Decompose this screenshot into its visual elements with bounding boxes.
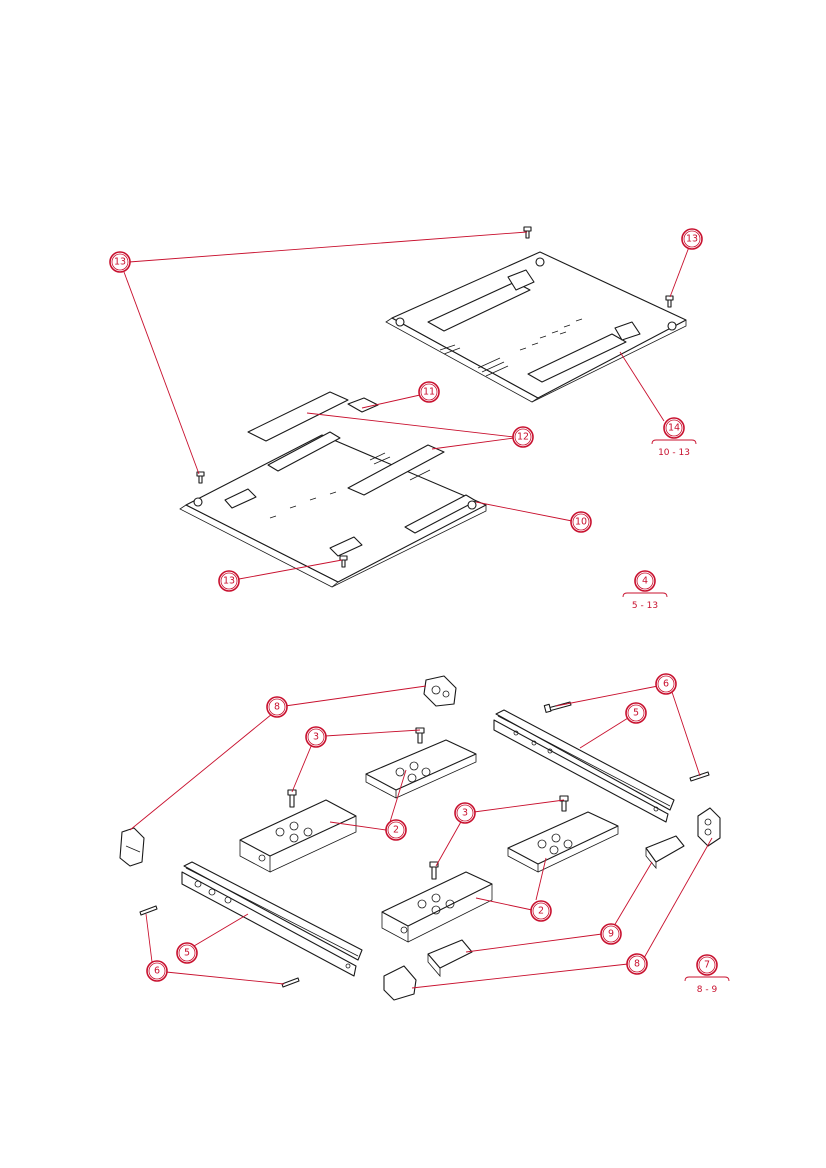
svg-text:14: 14 bbox=[668, 423, 680, 434]
svg-text:6: 6 bbox=[663, 679, 669, 690]
svg-text:11: 11 bbox=[423, 387, 435, 398]
bracket-2-a bbox=[365, 739, 477, 799]
svg-text:8: 8 bbox=[274, 702, 280, 713]
svg-text:12: 12 bbox=[517, 432, 529, 443]
screw-13-c bbox=[196, 471, 205, 484]
svg-text:13: 13 bbox=[114, 257, 126, 268]
screw-13-a bbox=[523, 226, 532, 239]
end-cap-8-c bbox=[697, 807, 721, 847]
svg-text:3: 3 bbox=[462, 808, 468, 819]
end-cap-8-b bbox=[119, 827, 145, 867]
leader-lines-upper bbox=[123, 231, 690, 580]
svg-text:8: 8 bbox=[634, 959, 640, 970]
label-11 bbox=[347, 397, 379, 413]
callout-3-upper: 3 bbox=[305, 726, 327, 748]
insert-9-b bbox=[427, 939, 473, 978]
callout-7: 7 bbox=[696, 954, 718, 976]
callout-12: 12 bbox=[512, 426, 534, 448]
callout-2-lower: 2 bbox=[530, 900, 552, 922]
callout-11: 11 bbox=[418, 381, 440, 403]
insert-9-a bbox=[645, 835, 685, 870]
svg-text:5: 5 bbox=[184, 948, 190, 959]
svg-text:10: 10 bbox=[575, 517, 587, 528]
callout-2-upper: 2 bbox=[385, 819, 407, 841]
svg-text:2: 2 bbox=[393, 825, 399, 836]
pad-12-upper bbox=[247, 391, 349, 442]
svg-text:9: 9 bbox=[608, 929, 614, 940]
rail-5-lower bbox=[181, 861, 363, 977]
plate-10 bbox=[179, 431, 487, 588]
callout-5-lower: 5 bbox=[176, 942, 198, 964]
svg-text:13: 13 bbox=[223, 576, 235, 587]
plate-14 bbox=[385, 251, 687, 403]
screw-13-d bbox=[339, 555, 348, 568]
svg-text:13: 13 bbox=[686, 234, 698, 245]
svg-text:10 - 13: 10 - 13 bbox=[658, 448, 690, 458]
svg-text:6: 6 bbox=[154, 966, 160, 977]
callout-13-upper-right: 13 bbox=[681, 228, 703, 250]
bracket-2-d bbox=[381, 871, 493, 943]
callout-6-upper: 6 bbox=[655, 673, 677, 695]
callout-14: 14 bbox=[663, 417, 685, 439]
screw-3-c bbox=[559, 795, 569, 812]
svg-text:5: 5 bbox=[633, 708, 639, 719]
callout-3-lower: 3 bbox=[454, 802, 476, 824]
rail-5-upper bbox=[493, 709, 675, 823]
svg-text:2: 2 bbox=[538, 906, 544, 917]
assembly-range-4: 5 - 13 bbox=[622, 592, 668, 611]
pad-12-lower bbox=[347, 444, 445, 496]
assembly-range-7: 8 - 9 bbox=[684, 976, 730, 995]
svg-text:7: 7 bbox=[704, 960, 710, 971]
callout-6-lower: 6 bbox=[146, 960, 168, 982]
callout-8-lower: 8 bbox=[626, 953, 648, 975]
bracket-2-b bbox=[239, 799, 357, 873]
screw-6-b bbox=[689, 771, 710, 782]
callout-9: 9 bbox=[600, 923, 622, 945]
screw-3-b bbox=[287, 789, 297, 808]
end-cap-8-a bbox=[423, 675, 457, 707]
callout-13-lower: 13 bbox=[218, 570, 240, 592]
screw-6-c bbox=[139, 905, 158, 916]
svg-text:3: 3 bbox=[313, 732, 319, 743]
screw-6-d bbox=[281, 977, 300, 988]
screw-13-b bbox=[665, 295, 674, 308]
callout-10: 10 bbox=[570, 511, 592, 533]
callout-4: 4 bbox=[634, 570, 656, 592]
svg-text:8 - 9: 8 - 9 bbox=[697, 985, 718, 995]
callout-13-upper-left: 13 bbox=[109, 251, 131, 273]
svg-text:4: 4 bbox=[642, 576, 648, 587]
end-cap-8-d bbox=[383, 965, 417, 1001]
callout-8-upper: 8 bbox=[266, 696, 288, 718]
callout-5-upper: 5 bbox=[625, 702, 647, 724]
screw-3-d bbox=[429, 861, 439, 880]
svg-text:5 - 13: 5 - 13 bbox=[632, 601, 658, 611]
assembly-range-14: 10 - 13 bbox=[651, 439, 697, 458]
leader-lines-lower bbox=[129, 685, 713, 989]
bracket-2-c bbox=[507, 811, 619, 873]
